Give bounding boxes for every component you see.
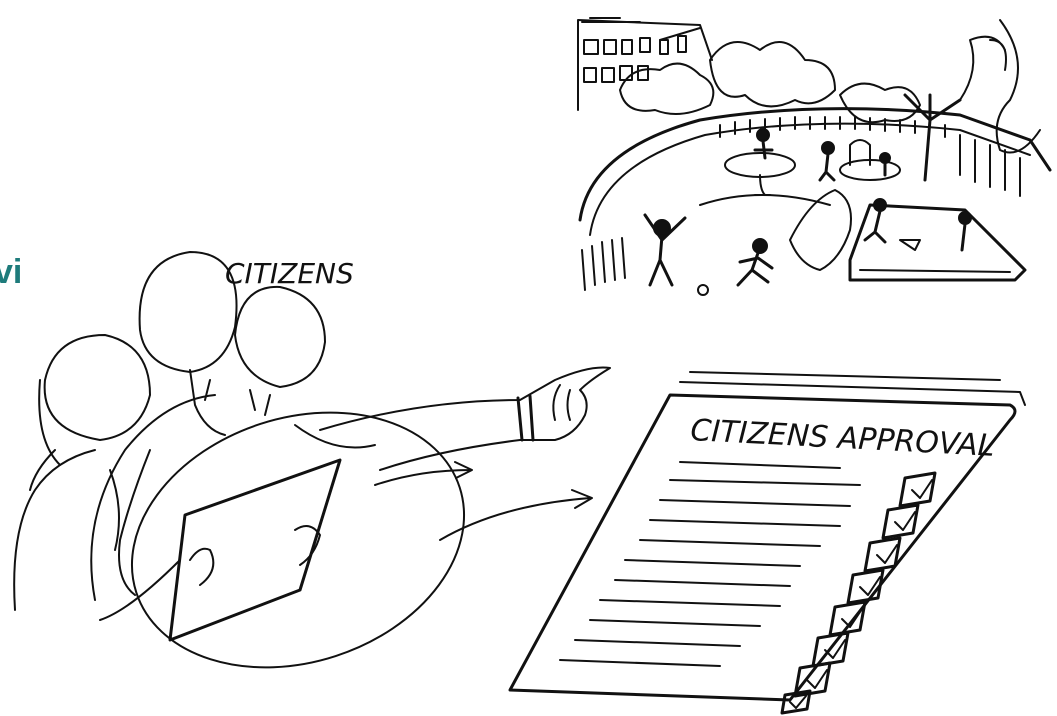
park-buildings — [578, 18, 712, 110]
document-text-lines — [560, 462, 860, 666]
park-scene — [578, 18, 1050, 295]
citizens-group: CITIZENS — [14, 252, 610, 709]
checkbox — [883, 505, 918, 538]
citizen-head-left — [45, 335, 150, 440]
citizen-head-right — [235, 287, 325, 387]
checklist — [782, 473, 935, 713]
pointing-arm — [320, 368, 610, 471]
highlight-ellipse — [99, 371, 498, 708]
park-trees — [620, 20, 1040, 180]
citizens-label: CITIZENS — [225, 257, 354, 290]
approval-document: CITIZENS APPROVAL — [510, 372, 1025, 713]
citizen-head-center — [140, 252, 237, 372]
checkbox — [900, 473, 935, 506]
checkbox — [865, 538, 900, 571]
park-fence — [580, 109, 1050, 290]
document-title: CITIZENS APPROVAL — [690, 413, 996, 464]
checkbox — [830, 602, 865, 635]
